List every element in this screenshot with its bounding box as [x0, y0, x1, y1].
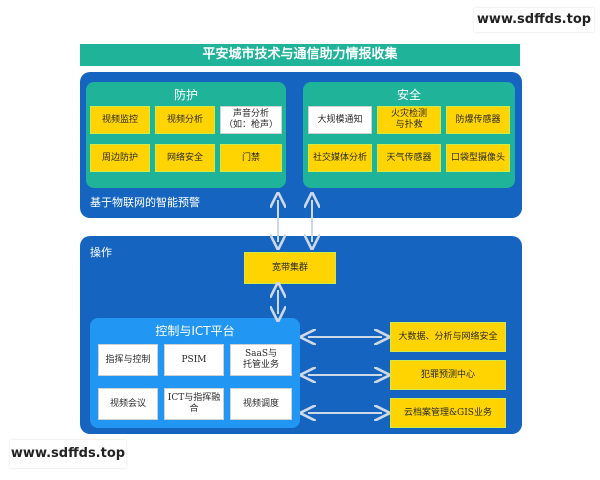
- box-cloud-archive: 云档案管理&GIS业务: [390, 398, 506, 428]
- watermark-top: www.sdffds.top: [474, 8, 594, 32]
- ict-platform-title: 控制与ICT平台: [155, 324, 235, 338]
- cell-access-control: 门禁: [220, 144, 282, 172]
- cell-psim: PSIM: [164, 344, 224, 376]
- cell-weather-sensor: 天气传感器: [377, 144, 441, 172]
- cell-sound-analysis: 声音分析 （如：枪声）: [220, 106, 282, 134]
- cell-pocket-camera: 口袋型摄像头: [446, 144, 510, 172]
- security-title: 安全: [396, 88, 421, 102]
- box-big-data: 大数据、分析与网络安全: [390, 322, 506, 352]
- cell-fire-detection: 火灾检测 与扑救: [377, 106, 441, 134]
- cell-command-control: 指挥与控制: [98, 344, 158, 376]
- protection-title: 防护: [173, 88, 198, 102]
- cell-ict-fusion: ICT与指挥融合: [164, 388, 224, 420]
- cell-network-security: 网络安全: [155, 144, 215, 172]
- cell-video-conference: 视频会议: [98, 388, 158, 420]
- cell-video-monitoring: 视频监控: [90, 106, 150, 134]
- broadband-cluster: 宽带集群: [244, 252, 336, 284]
- cell-video-dispatch: 视频调度: [230, 388, 292, 420]
- cell-saas: SaaS与 托管业务: [230, 344, 292, 376]
- box-crime-prediction: 犯罪预测中心: [390, 360, 506, 390]
- cell-video-analysis: 视频分析: [155, 106, 215, 134]
- cell-mass-notification: 大规模通知: [308, 106, 372, 134]
- bottom-panel-label: 操作: [90, 246, 112, 259]
- cell-perimeter: 周边防护: [90, 144, 150, 172]
- watermark-bottom: www.sdffds.top: [10, 440, 126, 468]
- cell-explosion-sensor: 防爆传感器: [446, 106, 510, 134]
- diagram-title: 平安城市技术与通信助力情报收集: [80, 44, 520, 66]
- top-panel-label: 基于物联网的智能预警: [90, 196, 200, 209]
- cell-social-media: 社交媒体分析: [308, 144, 372, 172]
